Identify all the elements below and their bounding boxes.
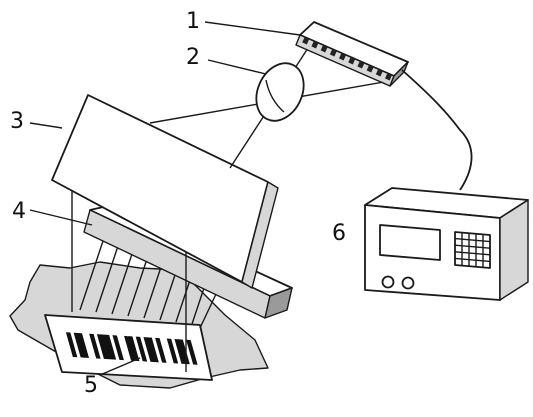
keypad-line [454, 237, 491, 243]
barcode-bar [77, 332, 89, 358]
label-1: 1 [186, 9, 200, 34]
sensor-array [295, 21, 409, 87]
scan-line [111, 244, 136, 315]
sensor-cell [366, 64, 374, 73]
mirror-edge [241, 181, 279, 289]
processing-unit-side [499, 199, 529, 301]
keypad-line [454, 257, 491, 263]
sensor-cell [385, 72, 393, 81]
keypad-line [454, 251, 491, 256]
lens-body [255, 62, 305, 122]
barcode-bar [65, 332, 78, 358]
label-4: 4 [12, 199, 26, 224]
knob-left [381, 275, 395, 289]
display-screen [379, 224, 441, 261]
barcode-bar [147, 337, 159, 363]
barcode-bar [100, 334, 113, 360]
barcode-bar [127, 336, 140, 362]
lens-highlight [265, 79, 285, 113]
sensor-cell [348, 56, 356, 65]
leader-line-5 [99, 357, 141, 376]
keypad-icon [454, 231, 491, 269]
processing-unit [364, 187, 529, 301]
barcode-bar [143, 337, 155, 363]
keypad-line [454, 244, 491, 249]
barcode-bar [73, 332, 86, 358]
lens [255, 62, 305, 122]
mirror [51, 94, 279, 289]
light-source-end [264, 287, 293, 319]
barcode-bar [186, 339, 198, 365]
barcode-bar [178, 339, 190, 365]
label-5: 5 [84, 373, 98, 398]
sensor-cell [375, 68, 383, 77]
leader-line-4 [29, 209, 93, 226]
barcode-bar [135, 336, 148, 362]
scan-line [79, 234, 106, 311]
sensor-cell [320, 44, 328, 53]
barcode-bar [155, 337, 167, 363]
barcode [44, 314, 213, 381]
keypad-frame [454, 231, 491, 269]
barcode-bar [166, 338, 179, 364]
sensor-cell [329, 48, 337, 57]
label-3: 3 [10, 109, 24, 134]
label-2: 2 [186, 45, 200, 70]
barcode-bar [174, 339, 186, 365]
leader-line-1 [204, 21, 301, 36]
sensor-cells [302, 36, 393, 81]
barcode-bar [96, 334, 109, 360]
barcode-bar [112, 335, 124, 361]
barcode-bar [104, 334, 117, 360]
knob-right [401, 276, 415, 290]
barcode-bar [124, 335, 136, 361]
cable [401, 69, 473, 191]
label-6: 6 [332, 221, 346, 246]
leader-line-3 [29, 122, 63, 129]
leader-line-2 [207, 59, 267, 75]
sensor-cell [311, 40, 319, 49]
barcode-bars [65, 332, 198, 365]
barcode-bar [89, 333, 101, 359]
sensor-cell [357, 60, 365, 69]
sensor-cell [339, 52, 347, 61]
scan-line [95, 239, 121, 313]
sensor-cell [302, 36, 310, 45]
keypad-grid [454, 232, 491, 268]
